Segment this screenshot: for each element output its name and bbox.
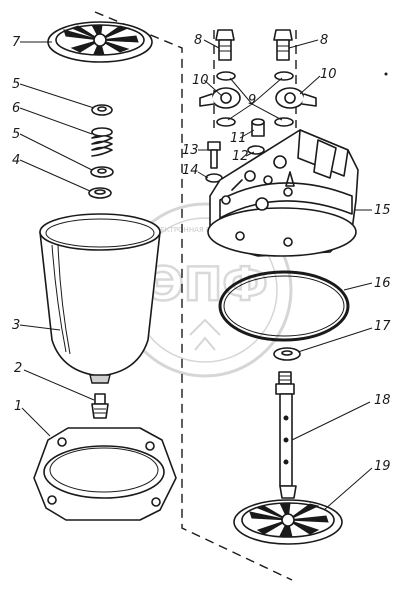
callout-12: 12 <box>232 149 249 164</box>
part-11-plug <box>251 118 265 137</box>
part-13-bolt <box>207 141 221 169</box>
part-7-star-cover <box>47 21 153 63</box>
part-17-washer <box>273 347 301 361</box>
callout-8-left: 8 <box>194 33 202 48</box>
callout-15: 15 <box>374 203 391 218</box>
callout-8-right: 8 <box>320 33 328 48</box>
callout-4: 4 <box>12 153 20 168</box>
callout-2: 2 <box>14 361 22 376</box>
part-5-washer-upper <box>91 104 113 116</box>
callout-14: 14 <box>182 163 199 178</box>
part-19-star-cover-bottom <box>233 485 343 545</box>
part-12-washer <box>247 145 265 155</box>
part-8-bolt-right <box>273 29 293 61</box>
part-9-washers <box>216 71 294 127</box>
callout-10-left: 10 <box>192 73 209 88</box>
part-2-drain-plug <box>91 393 109 419</box>
part-3-bowl <box>39 213 161 384</box>
stray-mark <box>384 72 388 76</box>
part-8-bolt-left <box>215 29 235 61</box>
callout-11: 11 <box>230 131 247 146</box>
watermark-seal: ЭЛЕКТРОННАЯ БИБЛИОТЕКА ЭПФ <box>117 202 293 378</box>
callout-10-right: 10 <box>320 67 337 82</box>
part-18-center-tube <box>275 371 295 487</box>
callout-16: 16 <box>374 276 391 291</box>
callout-3: 3 <box>12 318 20 333</box>
callout-7: 7 <box>12 35 21 50</box>
watermark-logo-text: ЭПФ <box>150 257 268 311</box>
callout-9: 9 <box>248 93 256 108</box>
part-10-banjo-left <box>199 87 241 109</box>
callout-13: 13 <box>182 143 199 158</box>
callout-19: 19 <box>374 459 391 474</box>
part-4-lock-washer <box>88 187 112 199</box>
part-15-filter-head <box>207 129 359 257</box>
part-10-banjo-right <box>275 87 317 109</box>
watermark-top-text: ЭЛЕКТРОННАЯ БИБЛИОТЕКА <box>150 226 255 234</box>
callout-17: 17 <box>374 319 391 334</box>
callout-18: 18 <box>374 393 391 408</box>
part-1-clamp-ring <box>33 427 177 521</box>
leader-lines <box>19 39 373 511</box>
part-16-o-ring <box>218 270 350 342</box>
callout-1: 1 <box>14 399 22 414</box>
callout-labels: 7 5 6 5 4 3 2 1 8 8 10 10 9 11 12 13 14 … <box>12 33 391 474</box>
part-5-washer-lower <box>90 166 114 178</box>
callout-5-lower: 5 <box>12 127 20 142</box>
part-6-spring <box>91 127 113 157</box>
callout-5-upper: 5 <box>12 77 20 92</box>
callout-6: 6 <box>12 101 20 116</box>
